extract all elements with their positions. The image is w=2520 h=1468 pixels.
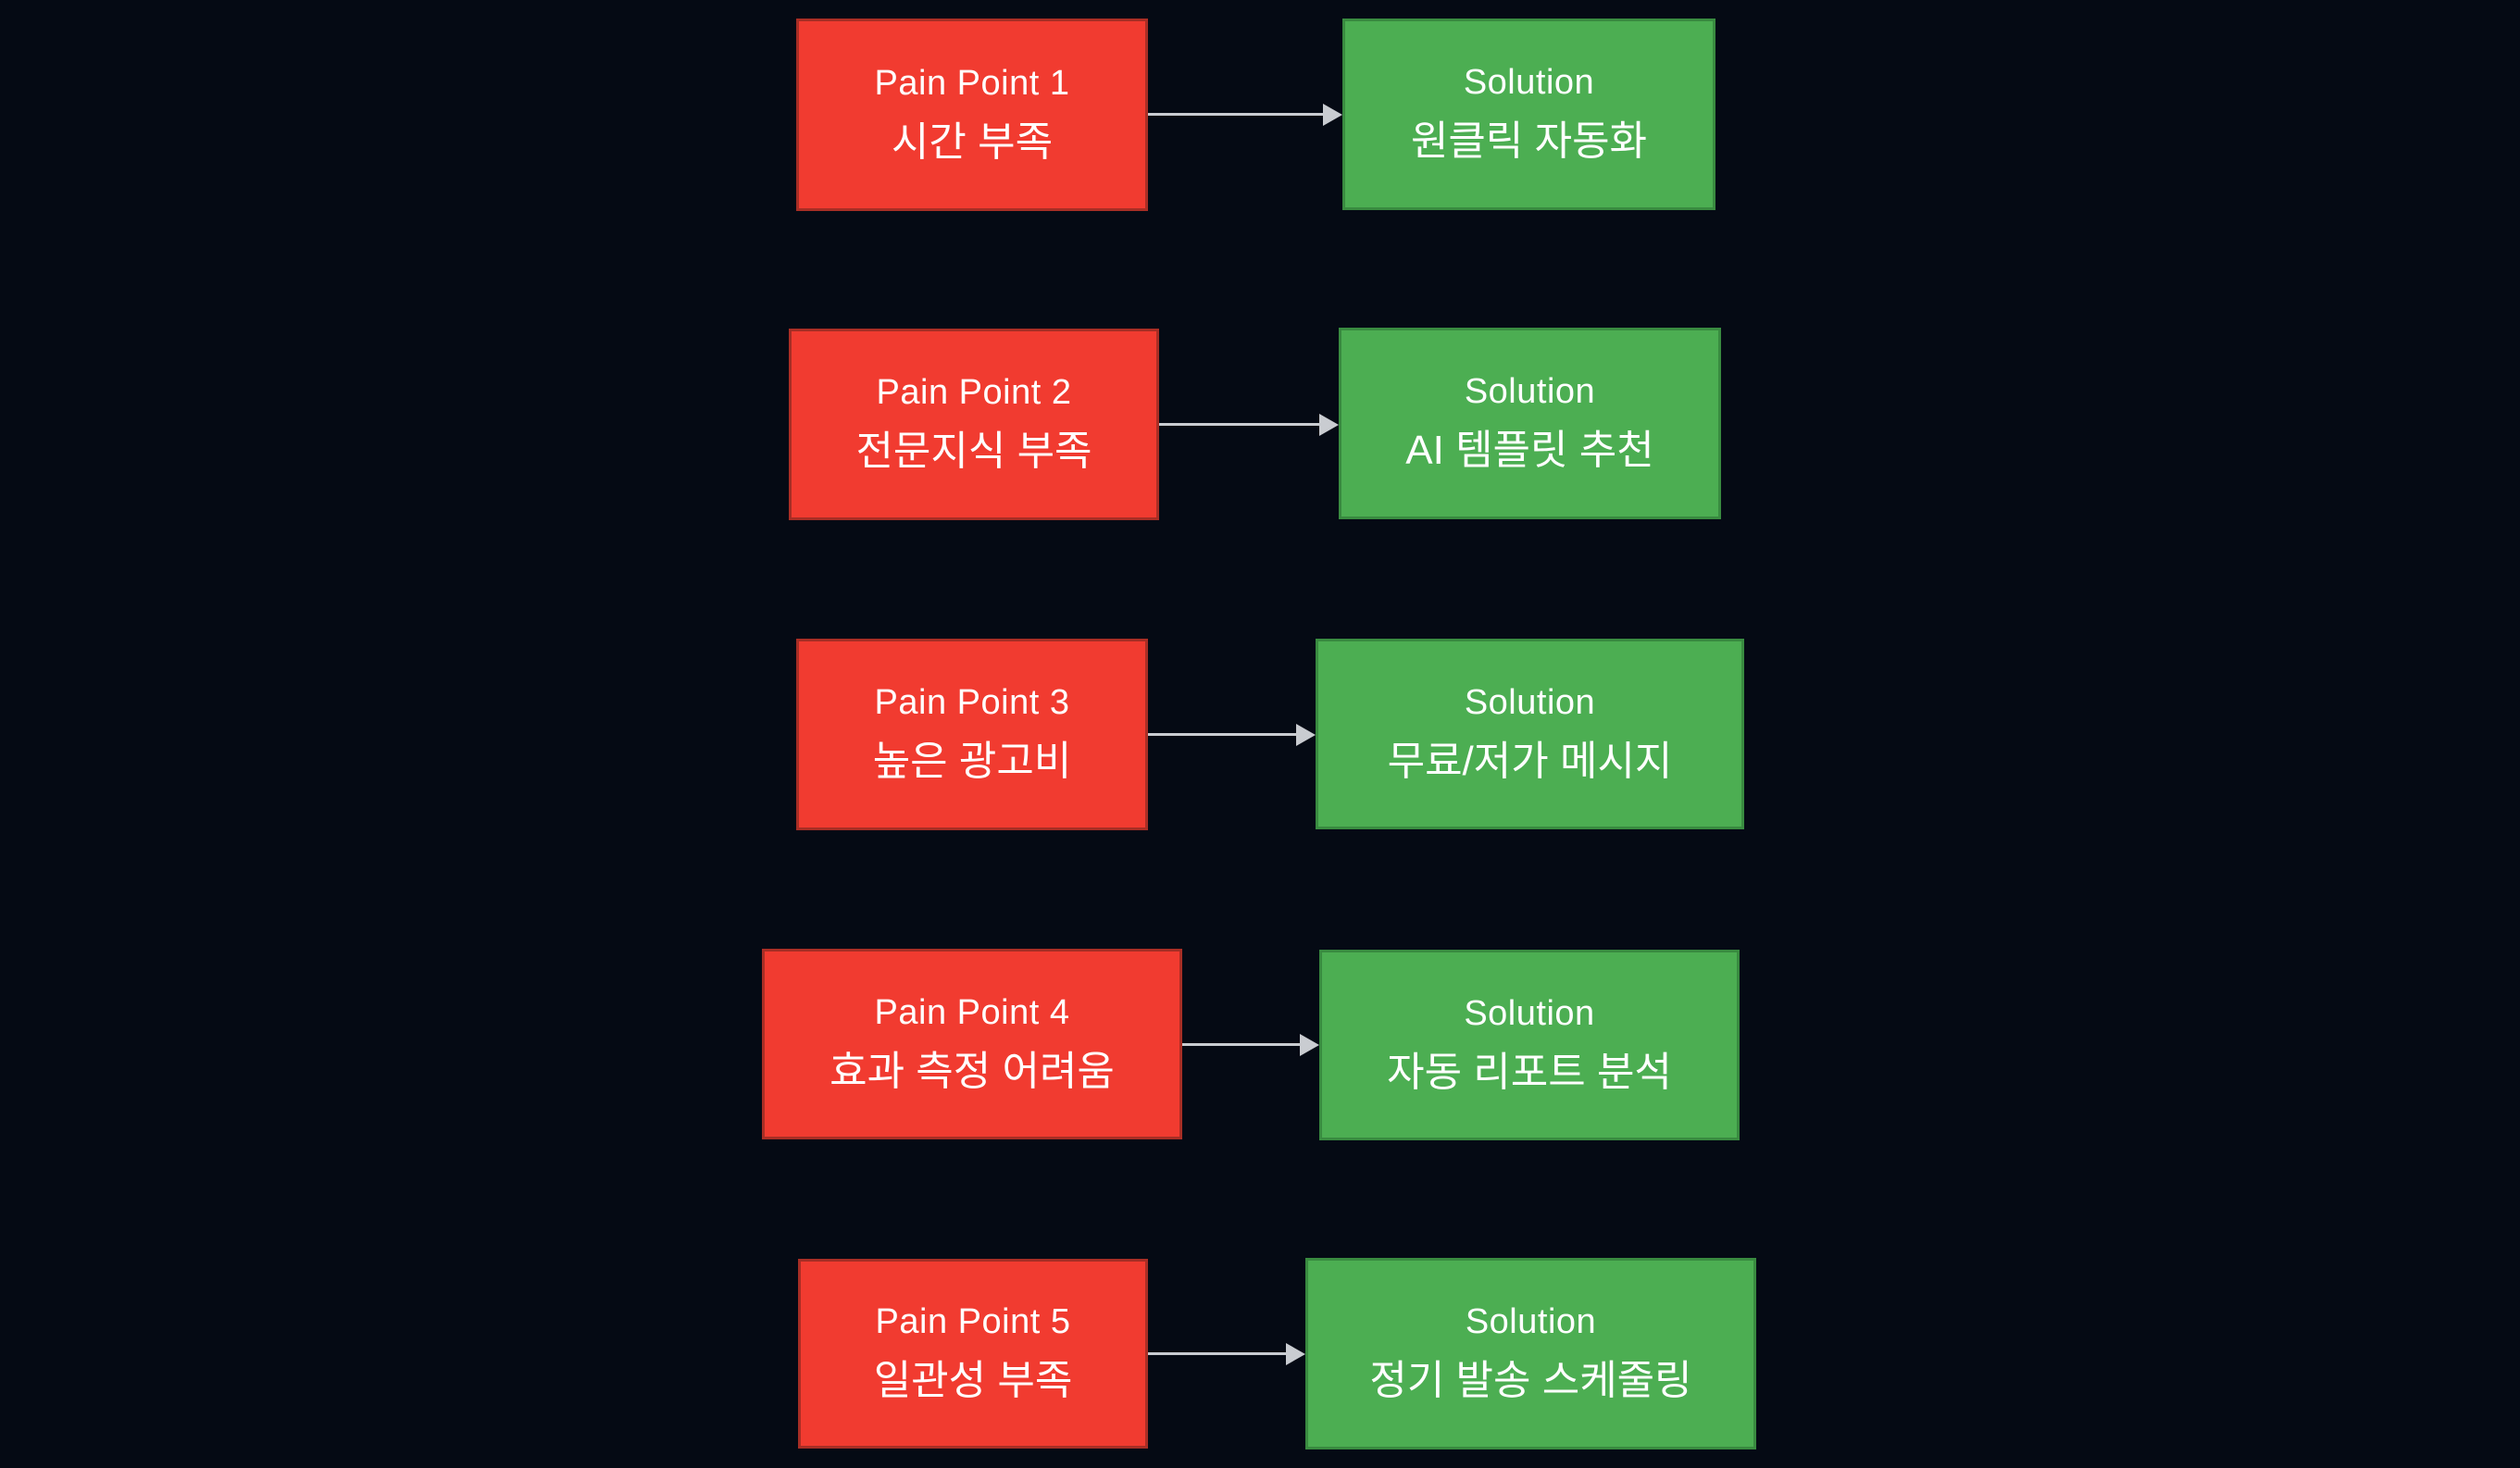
solution-subtitle: 정기 발송 스케줄링 bbox=[1369, 1358, 1692, 1404]
pain-point-subtitle: 전문지식 부족 bbox=[855, 429, 1092, 475]
pain-point-subtitle: 시간 부족 bbox=[891, 118, 1054, 165]
solution-title: Solution bbox=[1464, 682, 1596, 722]
pain-point-subtitle: 효과 측정 어려움 bbox=[830, 1048, 1115, 1094]
arrowhead-icon bbox=[1319, 413, 1339, 436]
solution-box: Solution 자동 리포트 분석 bbox=[1319, 950, 1740, 1140]
arrowhead-icon bbox=[1323, 103, 1342, 126]
solution-title: Solution bbox=[1464, 993, 1595, 1033]
pain-point-box: Pain Point 3 높은 광고비 bbox=[796, 639, 1148, 830]
pain-point-box: Pain Point 1 시간 부족 bbox=[796, 19, 1148, 211]
pain-point-title: Pain Point 2 bbox=[876, 373, 1072, 413]
solution-title: Solution bbox=[1465, 1302, 1597, 1342]
solution-subtitle: AI 템플릿 추천 bbox=[1405, 428, 1654, 474]
arrow-connector bbox=[1182, 1033, 1319, 1056]
solution-title: Solution bbox=[1464, 372, 1596, 412]
solution-subtitle: 자동 리포트 분석 bbox=[1387, 1049, 1672, 1095]
arrow-connector bbox=[1148, 1342, 1305, 1365]
arrow-connector bbox=[1148, 723, 1316, 746]
arrow-connector bbox=[1159, 413, 1339, 436]
solution-box: Solution 무료/저가 메시지 bbox=[1316, 639, 1744, 829]
solution-box: Solution 원클릭 자동화 bbox=[1342, 19, 1715, 210]
pain-point-box: Pain Point 5 일관성 부족 bbox=[798, 1259, 1148, 1449]
pain-point-subtitle: 일관성 부족 bbox=[873, 1358, 1073, 1404]
pain-point-title: Pain Point 3 bbox=[874, 683, 1070, 723]
pain-point-title: Pain Point 5 bbox=[875, 1302, 1071, 1342]
pain-point-box: Pain Point 4 효과 측정 어려움 bbox=[762, 949, 1182, 1139]
solution-title: Solution bbox=[1463, 63, 1595, 103]
solution-subtitle: 원클릭 자동화 bbox=[1410, 118, 1648, 165]
arrowhead-icon bbox=[1296, 723, 1316, 746]
arrowhead-icon bbox=[1300, 1033, 1319, 1056]
solution-box: Solution 정기 발송 스케줄링 bbox=[1305, 1258, 1756, 1449]
pain-point-box: Pain Point 2 전문지식 부족 bbox=[789, 329, 1159, 520]
pain-point-title: Pain Point 1 bbox=[874, 63, 1070, 103]
solution-box: Solution AI 템플릿 추천 bbox=[1339, 328, 1721, 519]
arrow-connector bbox=[1148, 103, 1342, 126]
pain-point-subtitle: 높은 광고비 bbox=[872, 739, 1072, 785]
arrowhead-icon bbox=[1286, 1342, 1305, 1365]
solution-subtitle: 무료/저가 메시지 bbox=[1387, 738, 1673, 784]
pain-point-title: Pain Point 4 bbox=[874, 992, 1070, 1032]
